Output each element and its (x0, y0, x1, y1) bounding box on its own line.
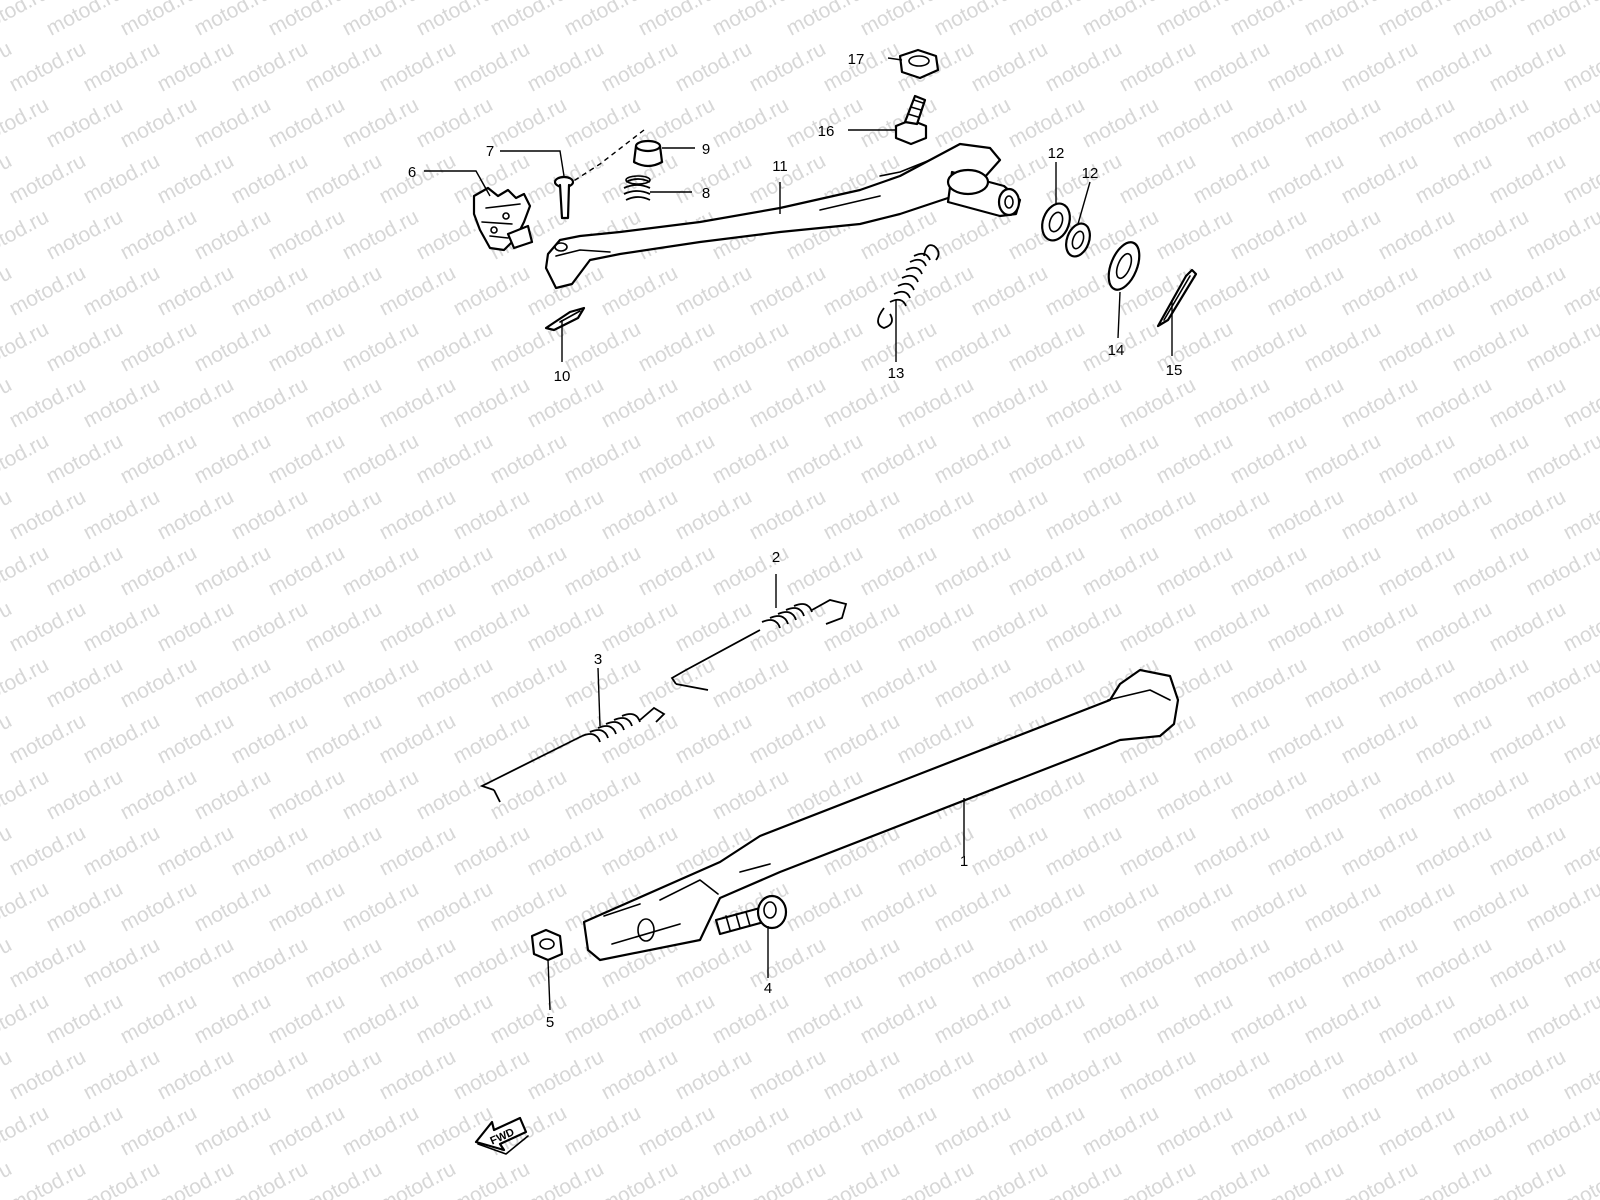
part-2-spring (670, 599, 848, 691)
callout-labels: 17 16 7 9 8 6 11 10 13 12 12 14 15 2 3 1… (408, 51, 1183, 1031)
callout-4: 4 (764, 980, 772, 997)
callout-2: 2 (772, 549, 780, 566)
callout-6: 6 (408, 164, 416, 181)
watermark-text: motod.ru (1597, 0, 1600, 40)
callout-15: 15 (1166, 362, 1183, 379)
part-17-nut (898, 48, 940, 80)
callout-12-a: 12 (1048, 145, 1065, 162)
callout-11: 11 (772, 158, 788, 175)
part-3-spring (479, 706, 666, 803)
callout-14: 14 (1108, 342, 1125, 359)
part-11-brake-pedal (544, 142, 1022, 290)
part-9-cap (632, 139, 664, 168)
callout-16: 16 (818, 123, 835, 140)
leader-lines (424, 57, 1173, 1011)
part-1-side-stand (582, 668, 1180, 962)
part-12-washer-a (1041, 202, 1071, 242)
part-16-bolt (894, 94, 928, 146)
part-12-washer-b (1065, 222, 1091, 258)
callout-10: 10 (554, 368, 571, 385)
callout-9: 9 (702, 141, 710, 158)
callout-13: 13 (888, 365, 905, 382)
callout-1: 1 (960, 853, 968, 870)
assembly-line (571, 129, 645, 183)
callout-8: 8 (702, 185, 710, 202)
part-13-spring (877, 244, 940, 329)
fwd-arrow-icon (474, 1116, 528, 1152)
part-4-bolt (714, 894, 788, 936)
part-14-washer (1107, 241, 1141, 291)
part-5-nut (530, 928, 564, 962)
part-15-cotter-pin (1156, 268, 1198, 328)
part-8-spring (623, 175, 651, 201)
part-10-cotter-pin (544, 306, 586, 332)
callout-3: 3 (594, 651, 602, 668)
part-6-pedal-tip (472, 186, 534, 252)
callout-12-b: 12 (1082, 165, 1099, 182)
callout-7: 7 (486, 143, 494, 160)
callout-17: 17 (848, 51, 865, 68)
callout-5: 5 (546, 1014, 554, 1031)
part-7-pin (553, 175, 575, 220)
